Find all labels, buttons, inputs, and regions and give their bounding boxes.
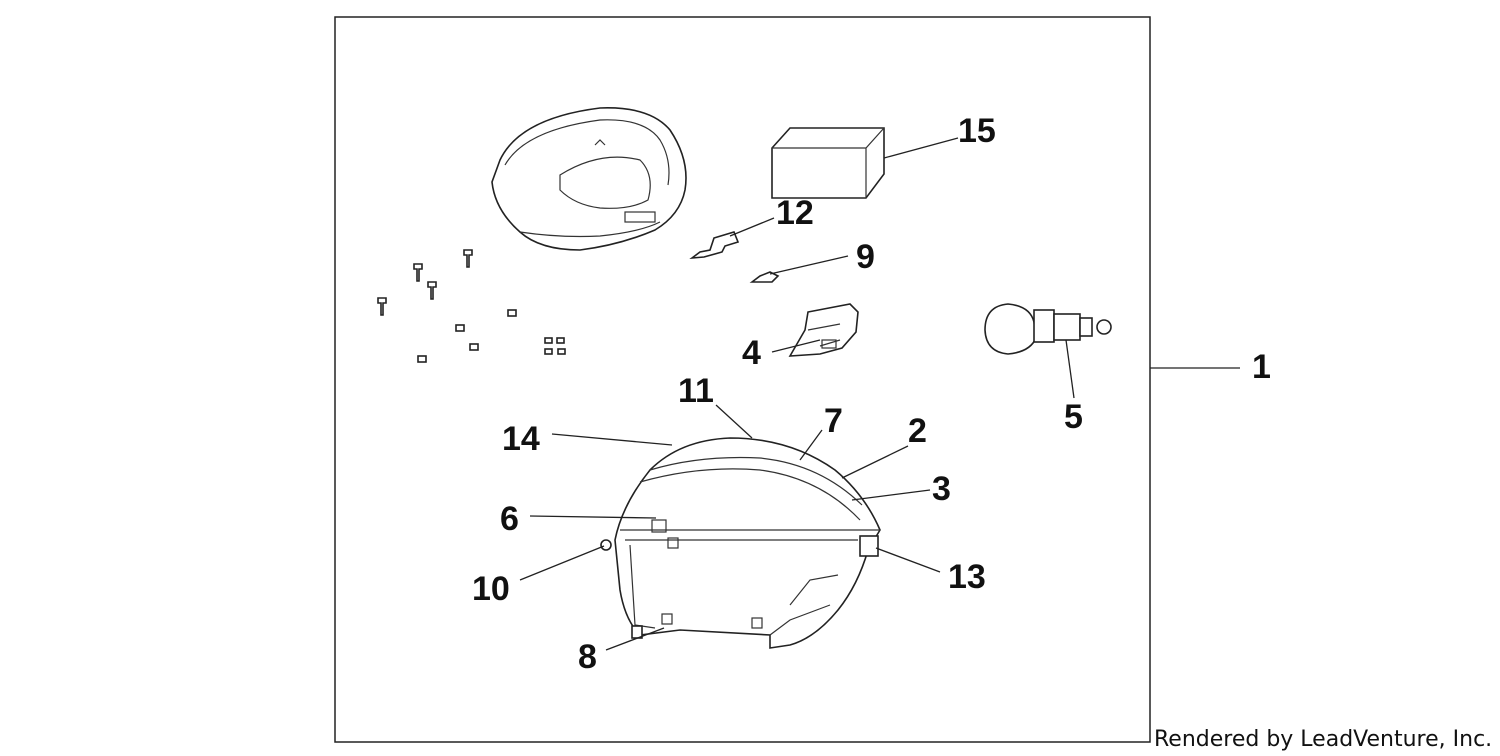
leader-lines: [519, 137, 1240, 651]
render-credit: Rendered by LeadVenture, Inc.: [1154, 727, 1492, 752]
callout-7: 7: [824, 402, 843, 440]
leader-2: [841, 445, 909, 479]
callout-6: 6: [500, 500, 519, 538]
leader-14: [551, 433, 673, 446]
part-15-box: [771, 127, 885, 199]
callout-10: 10: [472, 570, 510, 608]
leader-4: [771, 339, 821, 353]
part-5-key-cylinder: [984, 303, 1112, 355]
callout-4: 4: [742, 334, 761, 372]
callout-9: 9: [856, 238, 875, 276]
callout-2: 2: [908, 412, 927, 450]
hardware-nuts: [417, 309, 566, 363]
diagram-frame: [334, 16, 1151, 743]
part-12-bracket: [689, 231, 740, 260]
leader-10: [519, 545, 605, 581]
leader-6: [529, 515, 657, 519]
leader-8: [605, 627, 665, 651]
leader-9: [769, 255, 849, 275]
callout-12: 12: [776, 194, 814, 232]
callout-labels: 1 2 3 4 5 6 7 8 9 10 11 12 13 14 15: [472, 112, 1271, 676]
leader-12: [729, 217, 775, 237]
callout-15: 15: [958, 112, 996, 150]
callout-5: 5: [1064, 398, 1083, 436]
callout-1: 1: [1252, 348, 1271, 386]
hardware-screws: [377, 249, 473, 316]
part-9-clip: [749, 271, 780, 283]
leader-13: [875, 547, 941, 573]
top-case-illustration: [491, 107, 687, 251]
leader-7: [799, 429, 823, 461]
callout-3: 3: [932, 470, 951, 508]
callout-13: 13: [948, 558, 986, 596]
leader-5: [1065, 339, 1075, 399]
leader-11: [715, 404, 753, 439]
part-4-cover: [788, 303, 859, 357]
leader-15: [883, 137, 959, 159]
callout-8: 8: [578, 638, 597, 676]
callout-14: 14: [502, 420, 540, 458]
side-case-illustration: [600, 437, 881, 649]
leader-3: [851, 489, 931, 501]
callout-11: 11: [678, 372, 714, 410]
